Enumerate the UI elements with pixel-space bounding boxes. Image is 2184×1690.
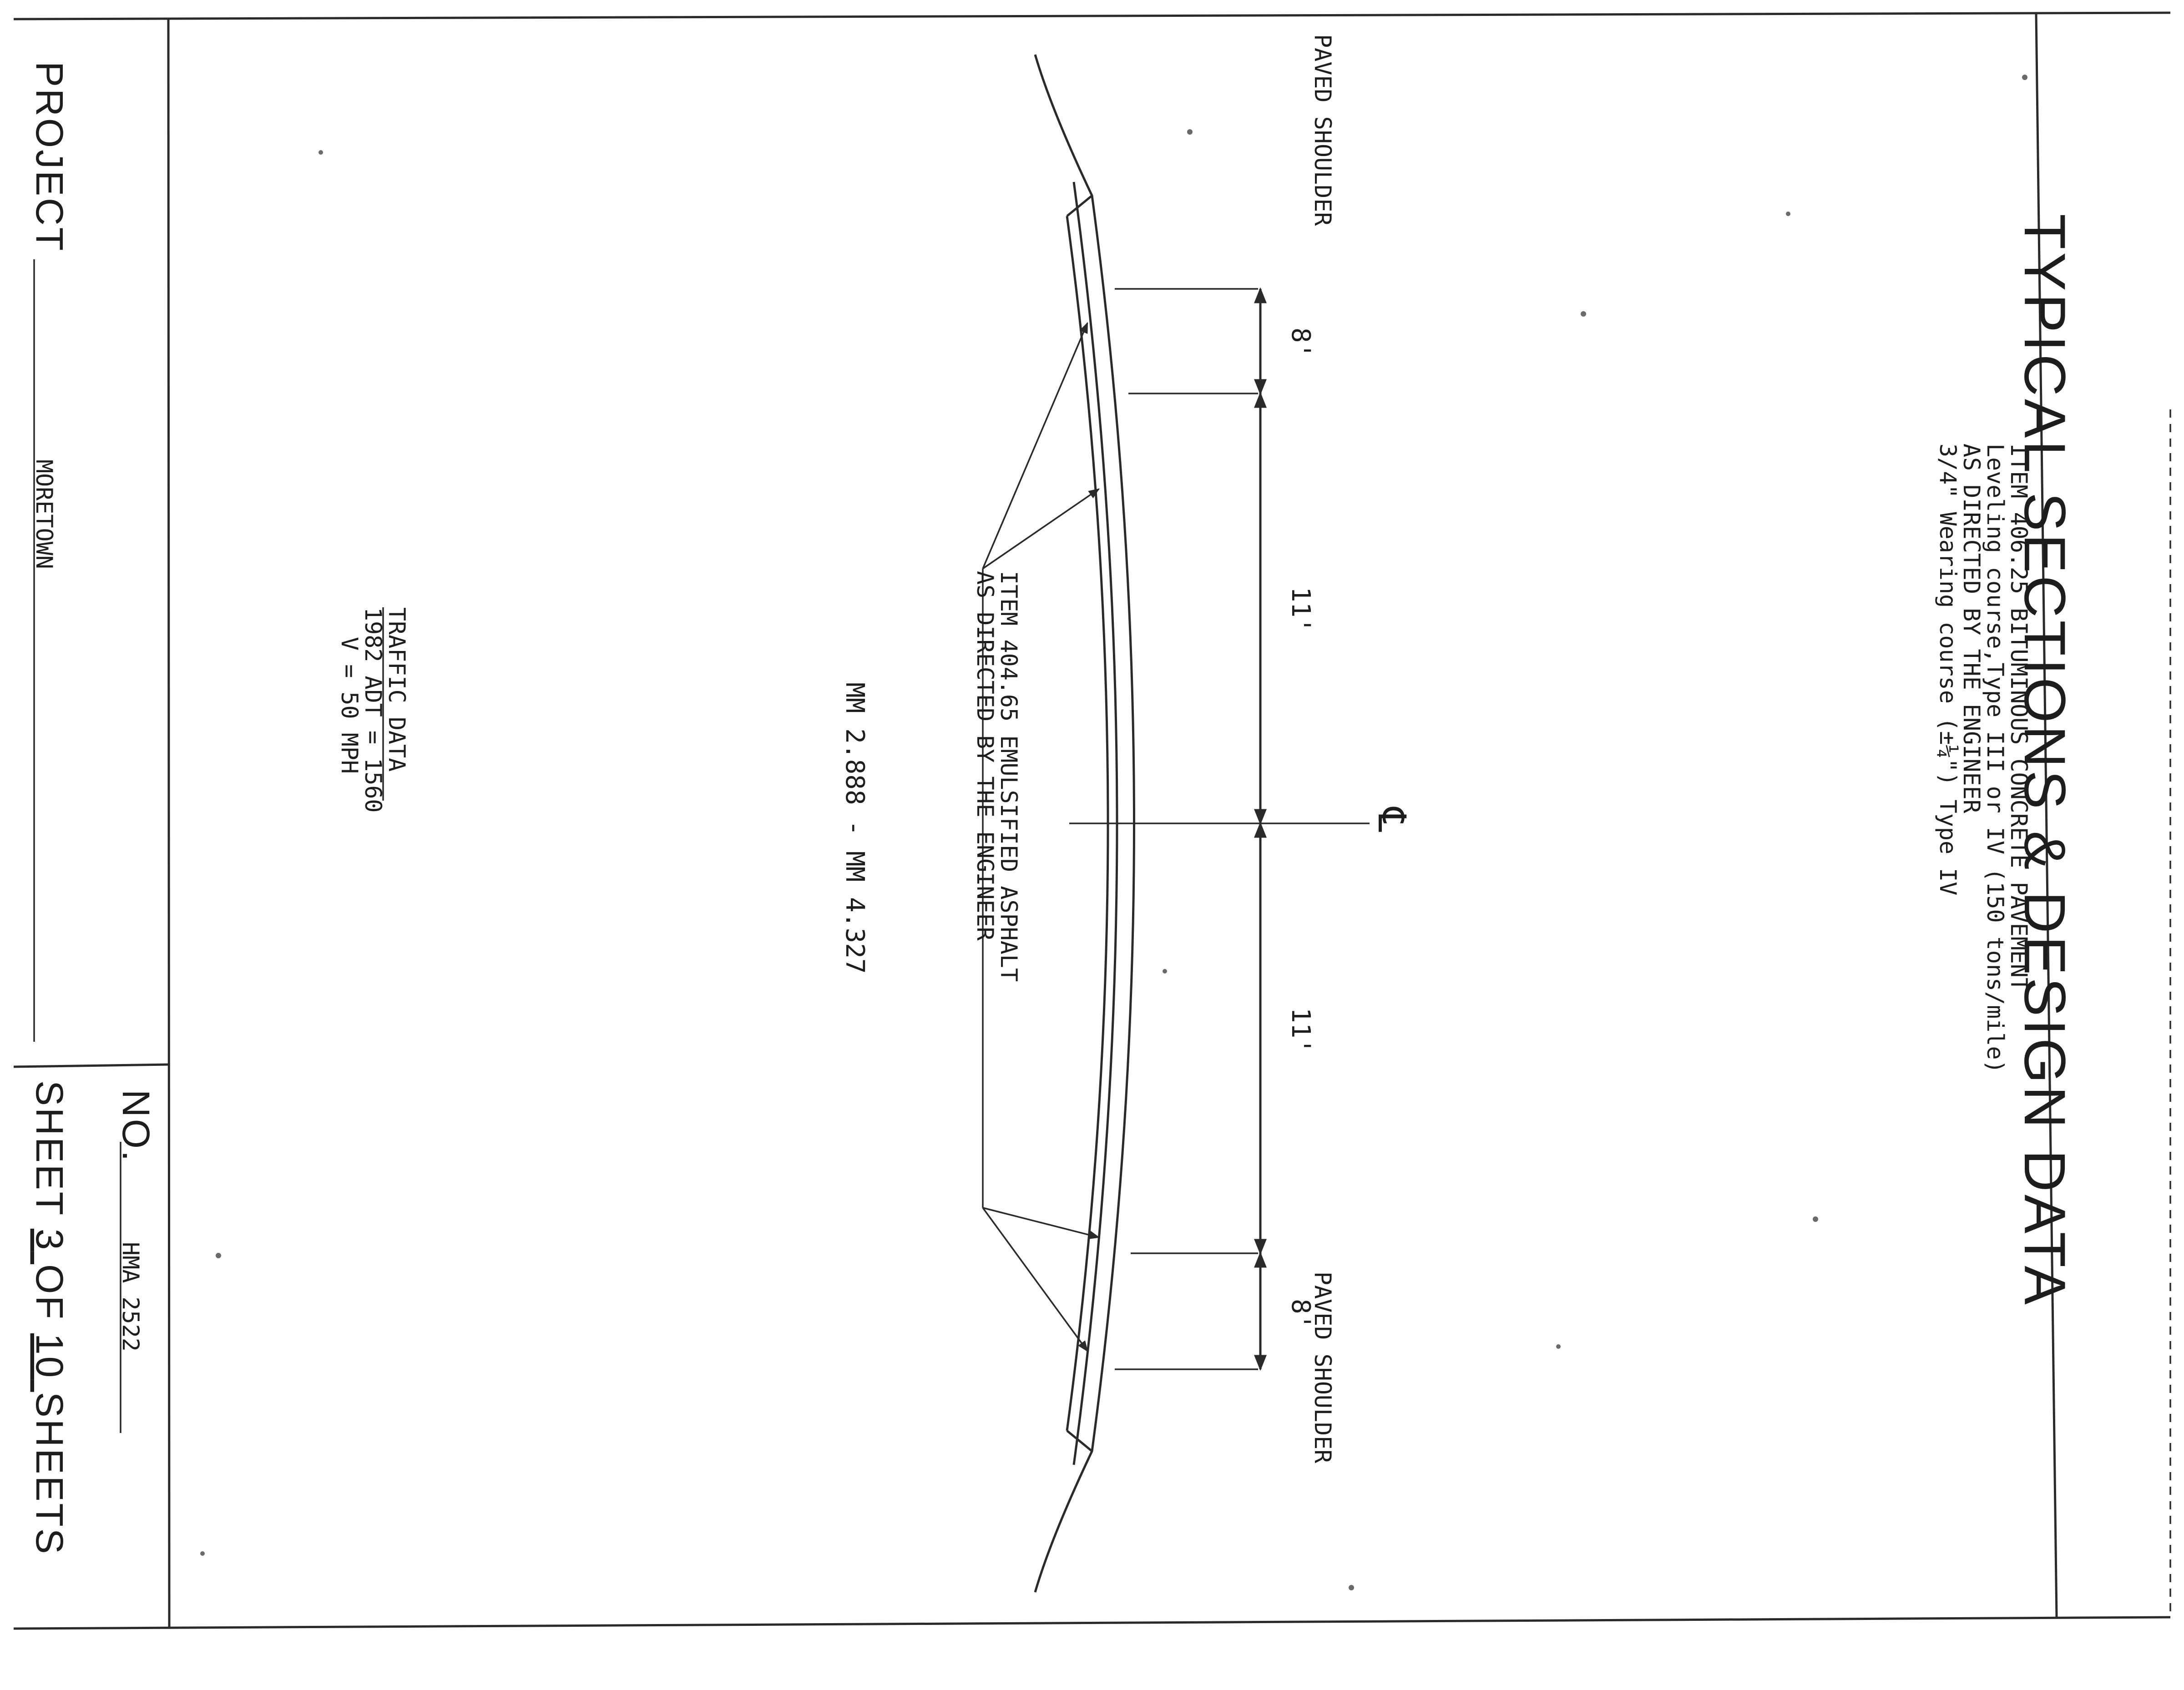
mile-markers: MM 2.888 - MM 4.327	[840, 682, 870, 974]
wearing-course-note: ITEM 406.25 BITUMINOUS CONCRETE PAVEMENT…	[1935, 444, 2032, 1074]
svg-text:ITEM 404.65 EMULSIFIED ASPHALT: ITEM 404.65 EMULSIFIED ASPHALT	[996, 571, 1022, 982]
svg-text:3/4" Wearing course (±¼") Type: 3/4" Wearing course (±¼") Type IV	[1935, 444, 1961, 895]
paved-shoulder-label-right: PAVED SHOULDER	[1309, 1271, 1336, 1463]
svg-text:V = 50 MPH: V = 50 MPH	[336, 637, 363, 774]
dim-lane-left: 11'	[1286, 587, 1315, 633]
emulsion-note: ITEM 404.65 EMULSIFIED ASPHALT AS DIRECT…	[972, 571, 1022, 982]
centerline-symbol: ℄	[1370, 807, 1413, 834]
svg-text:ITEM 406.25 BITUMINOUS CONCRET: ITEM 406.25 BITUMINOUS CONCRETE PAVEMENT	[2006, 444, 2032, 991]
scan-specks	[200, 75, 2027, 1590]
road-profile	[1034, 54, 1135, 1593]
rotated-drawing: TYPICAL SECTIONS & DESIGN DATA ITEM 406.…	[28, 34, 2077, 1593]
traffic-data: TRAFFIC DATA 1982 ADT = 1560 V = 50 MPH	[336, 607, 410, 813]
project-label: PROJECT	[28, 61, 71, 252]
dim-shoulder-right: 8'	[1286, 1299, 1315, 1329]
sheet-title: TYPICAL SECTIONS & DESIGN DATA	[2012, 214, 2077, 1307]
no-value: HMA 2522	[117, 1242, 144, 1352]
svg-text:1982 ADT = 1560: 1982 ADT = 1560	[360, 607, 386, 813]
svg-text:AS DIRECTED BY THE ENGINEER: AS DIRECTED BY THE ENGINEER	[972, 571, 998, 941]
width-dimension-line	[1069, 287, 1370, 1371]
paved-shoulder-label-left: PAVED SHOULDER	[1309, 34, 1336, 226]
title-block: PROJECT MORETOWN NO. HMA 2522 SHEET 3 OF…	[28, 61, 157, 1556]
dim-shoulder-left: 8'	[1286, 328, 1315, 358]
emulsion-leaders	[982, 322, 1100, 1352]
svg-text:AS DIRECTED BY THE ENGINEER: AS DIRECTED BY THE ENGINEER	[1958, 444, 1985, 814]
svg-text:Leveling course,Type III or IV: Leveling course,Type III or IV (150 tons…	[1982, 444, 2008, 1074]
sheet-border	[13, 11, 2171, 1630]
sheet-count: SHEET 3 OF 10 SHEETS	[28, 1080, 71, 1556]
no-label: NO.	[115, 1090, 157, 1163]
project-value: MORETOWN	[31, 459, 57, 569]
dim-lane-right: 11'	[1286, 1008, 1315, 1054]
svg-text:TRAFFIC DATA: TRAFFIC DATA	[384, 607, 410, 772]
